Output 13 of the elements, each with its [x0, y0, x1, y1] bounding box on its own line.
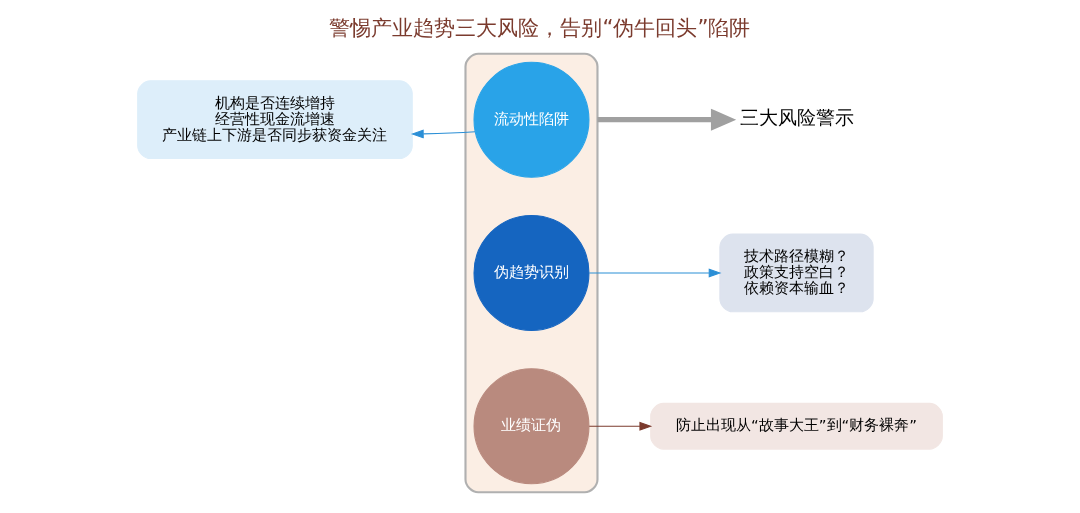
node-text: 三大风险警示: [739, 105, 854, 129]
node-circle: 伪趋势识别: [473, 214, 590, 331]
arrow: [597, 108, 737, 131]
arrow: [588, 268, 722, 277]
cluster: [464, 52, 599, 493]
node-box: 技术路径模糊？ 政策支持空白？ 依赖资本输血？: [719, 233, 874, 312]
arrow: [588, 421, 653, 431]
node-circle: 业绩证伪: [473, 367, 590, 484]
node-box: 机构是否连续增持 经营性现金流增速 产业链上下游是否同步获资金关注: [137, 79, 413, 159]
diagram-title: 警惕产业趋势三大风险，告别“伪牛回头”陷阱: [329, 14, 751, 40]
node-box: 防止出现从“故事大王”到“财务裸奔”: [650, 402, 943, 450]
arrow: [410, 128, 476, 138]
node-circle: 流动性陷阱: [473, 61, 590, 178]
